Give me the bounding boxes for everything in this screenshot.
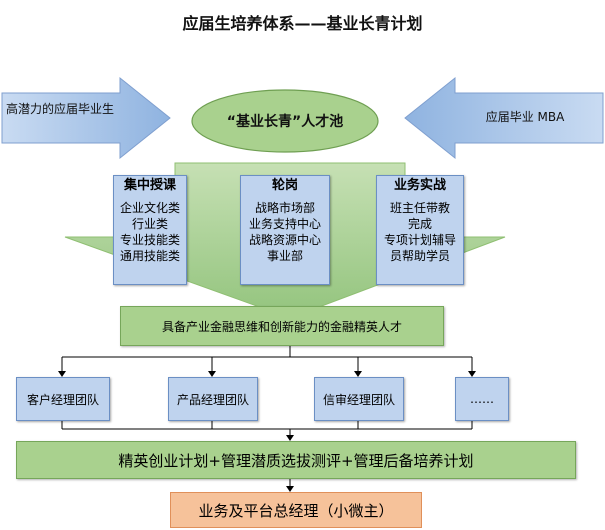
talent-pool-label: “基业长青”人才池 [226, 114, 344, 130]
team-box-customer-manager: 客户经理团队 [16, 377, 110, 421]
card-item: 专业技能类 [119, 233, 180, 247]
card-item: 行业类 [131, 217, 168, 231]
card-item: 战略资源中心 [248, 233, 321, 247]
right-input-arrow [404, 76, 604, 160]
plan-text: 精英创业计划+管理潜质选拔测评+管理后备培养计划 [118, 451, 474, 470]
card-head: 集中授课 [123, 178, 176, 193]
card-head: 业务实战 [393, 178, 446, 193]
card-business-practice: 业务实战 班主任带教 完成 专项计划辅导 员帮助学员 [376, 175, 464, 285]
talent-result-text: 具备产业金融思维和创新能力的金融精英人才 [161, 319, 402, 334]
card-item: 业务支持中心 [248, 217, 321, 231]
card-centralized-training: 集中授课 企业文化类 行业类 专业技能类 通用技能类 [113, 175, 187, 285]
final-role-box: 业务及平台总经理（小微主） [170, 492, 422, 528]
team-label: 客户经理团队 [26, 392, 99, 407]
team-label: …… [470, 392, 494, 406]
left-arrow-label: 高潜力的应届毕业生 [6, 102, 115, 116]
right-arrow-label: 应届毕业 MBA [485, 110, 565, 124]
card-head: 轮岗 [271, 178, 298, 193]
card-rotation: 轮岗 战略市场部 业务支持中心 战略资源中心 事业部 [240, 175, 330, 285]
team-box-more: …… [455, 377, 509, 421]
final-role-text: 业务及平台总经理（小微主） [198, 501, 394, 520]
talent-pool-ellipse [191, 89, 379, 153]
team-box-credit-manager: 信审经理团队 [314, 377, 404, 421]
card-item: 员帮助学员 [389, 249, 450, 263]
team-label: 信审经理团队 [322, 392, 395, 407]
card-item: 战略市场部 [254, 201, 315, 215]
card-item: 班主任带教 [389, 201, 450, 215]
card-item: 专项计划辅导 [383, 233, 456, 247]
card-item: 完成 [407, 217, 432, 231]
card-item: 事业部 [266, 249, 303, 263]
team-box-product-manager: 产品经理团队 [168, 377, 258, 421]
card-item: 通用技能类 [119, 249, 180, 263]
page-title: 应届生培养体系——基业长青计划 [182, 14, 423, 33]
talent-result-bar: 具备产业金融思维和创新能力的金融精英人才 [120, 306, 444, 346]
team-label: 产品经理团队 [176, 392, 249, 407]
left-input-arrow [1, 76, 171, 160]
card-item: 企业文化类 [119, 201, 180, 215]
plan-bar: 精英创业计划+管理潜质选拔测评+管理后备培养计划 [16, 441, 576, 479]
